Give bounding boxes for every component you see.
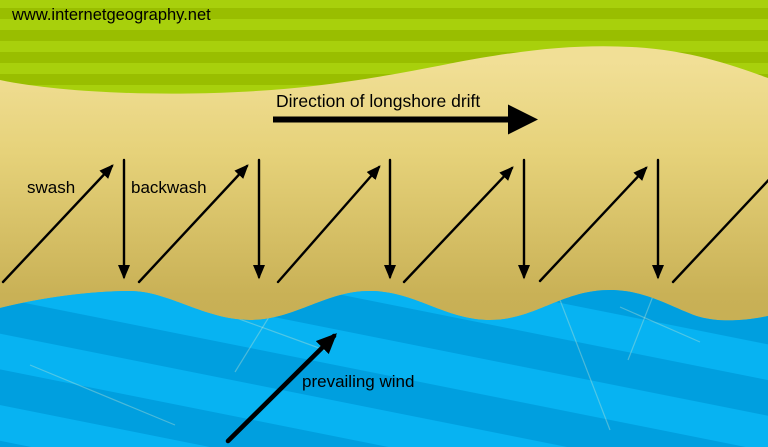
swash-arrow	[538, 166, 648, 283]
drift-direction-label: Direction of longshore drift	[276, 91, 481, 111]
backwash-label: backwash	[131, 178, 207, 197]
prevailing-wind-arrow	[225, 333, 337, 444]
swash-arrow	[671, 178, 768, 284]
land-shape	[0, 0, 768, 94]
sea-area	[0, 290, 768, 447]
water-crease-lines	[29, 290, 701, 431]
swash-arrow	[402, 166, 514, 284]
swash-arrow	[276, 165, 381, 284]
prevailing-wind-label: prevailing wind	[302, 372, 415, 391]
site-watermark: www.internetgeography.net	[12, 6, 211, 24]
swash-label: swash	[27, 178, 76, 197]
longshore-drift-arrow	[273, 104, 538, 135]
swash-arrow	[1, 164, 114, 284]
swash-arrow	[137, 164, 249, 284]
land-vegetation-area	[0, 0, 768, 94]
